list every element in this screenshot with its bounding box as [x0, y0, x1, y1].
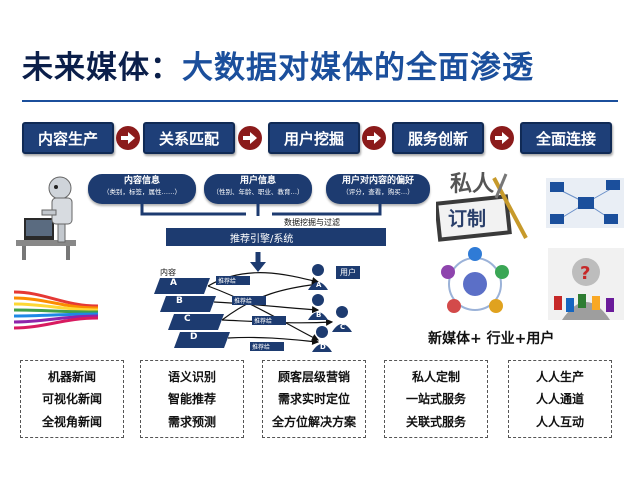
box-item: 人人通道: [535, 392, 584, 407]
box-item: 关联式服务: [405, 415, 466, 430]
step-user-mining: 用户挖掘: [268, 122, 360, 154]
ecosystem-circle-diagram: [441, 247, 509, 313]
box-item: 全视角新闻: [41, 415, 102, 430]
box-news: 机器新闻 可视化新闻 全视角新闻: [20, 360, 124, 438]
pill-title: 用户信息: [239, 176, 276, 186]
content-item-c: C: [184, 314, 191, 324]
network-computers-image: [546, 178, 624, 228]
box-item: 需求预测: [167, 415, 216, 430]
content-item-d: D: [190, 332, 198, 342]
custom-sign-bottom: 订制: [448, 208, 487, 230]
flow-arrow-icon: [238, 126, 262, 150]
recommend-label: 推荐给: [234, 298, 253, 305]
step-content-production: 内容生产: [22, 122, 114, 154]
box-services: 私人定制 一站式服务 关联式服务: [384, 360, 488, 438]
title-main: 未来媒体：: [22, 50, 182, 86]
content-item-b: B: [176, 296, 183, 306]
user-item-d: D: [320, 343, 326, 351]
media-industry-caption: 新媒体+ 行业+用户: [428, 331, 555, 347]
svg-text:?: ?: [580, 263, 590, 284]
step-relationship-matching: 关系匹配: [143, 122, 235, 154]
recommend-label: 推荐给: [218, 278, 237, 285]
box-item: 一站式服务: [405, 392, 466, 407]
user-label: 用户: [336, 266, 360, 279]
content-label: 内容: [160, 268, 176, 277]
user-item-a: A: [316, 281, 322, 289]
recommend-label: 推荐给: [252, 344, 271, 351]
page-title: 未来媒体：大数据对媒体的全面渗透: [22, 42, 534, 87]
box-item: 私人定制: [411, 369, 460, 384]
box-item: 顾客层级营销: [277, 369, 350, 384]
pill-title: 用户对内容的偏好: [341, 176, 414, 186]
user-item-c: C: [340, 323, 346, 331]
box-item: 人人互动: [535, 415, 584, 430]
engine-label: 推荐引擎/系统: [230, 234, 294, 245]
box-item: 人人生产: [535, 369, 584, 384]
recommendation-network-diagram: [140, 204, 386, 352]
pill-content-info: 内容信息 （类别，标签，属性……）: [88, 174, 196, 204]
flow-arrow-icon: [362, 126, 386, 150]
content-item-a: A: [170, 278, 177, 288]
pill-subtitle: （类别，标签，属性……）: [103, 187, 181, 196]
mining-label: 数据挖掘与过滤: [284, 218, 340, 227]
data-cables-image: [14, 290, 98, 330]
box-marketing: 顾客层级营销 需求实时定位 全方位解决方案: [262, 360, 366, 438]
box-item: 全方位解决方案: [271, 415, 356, 430]
flow-arrow-icon: [116, 126, 140, 150]
custom-sign-image: [436, 173, 528, 242]
box-item: 可视化新闻: [41, 392, 102, 407]
pill-subtitle: （性别、年龄、职业、教育…）: [212, 187, 304, 196]
pill-user-info: 用户信息 （性别、年龄、职业、教育…）: [204, 174, 312, 204]
custom-sign-top: 私人: [450, 172, 495, 197]
box-item: 语义识别: [167, 369, 216, 384]
title-divider: [22, 100, 618, 102]
step-service-innovation: 服务创新: [392, 122, 484, 154]
robot-laptop-image: [16, 176, 76, 260]
box-item: 需求实时定位: [277, 392, 350, 407]
recommend-label: 推荐给: [254, 318, 273, 325]
press-interview-image: ?: [548, 248, 624, 320]
pill-user-preference: 用户对内容的偏好 （评分，查看，购买…）: [326, 174, 430, 204]
step-full-connection: 全面连接: [520, 122, 612, 154]
title-highlight: 大数据对媒体的全面渗透: [182, 50, 534, 86]
box-recommendation: 语义识别 智能推荐 需求预测: [140, 360, 244, 438]
pill-title: 内容信息: [123, 176, 160, 186]
user-item-b: B: [316, 311, 322, 319]
box-connection: 人人生产 人人通道 人人互动: [508, 360, 612, 438]
box-item: 智能推荐: [167, 392, 216, 407]
pill-subtitle: （评分，查看，购买…）: [342, 187, 414, 196]
flow-arrow-icon: [490, 126, 514, 150]
box-item: 机器新闻: [47, 369, 96, 384]
